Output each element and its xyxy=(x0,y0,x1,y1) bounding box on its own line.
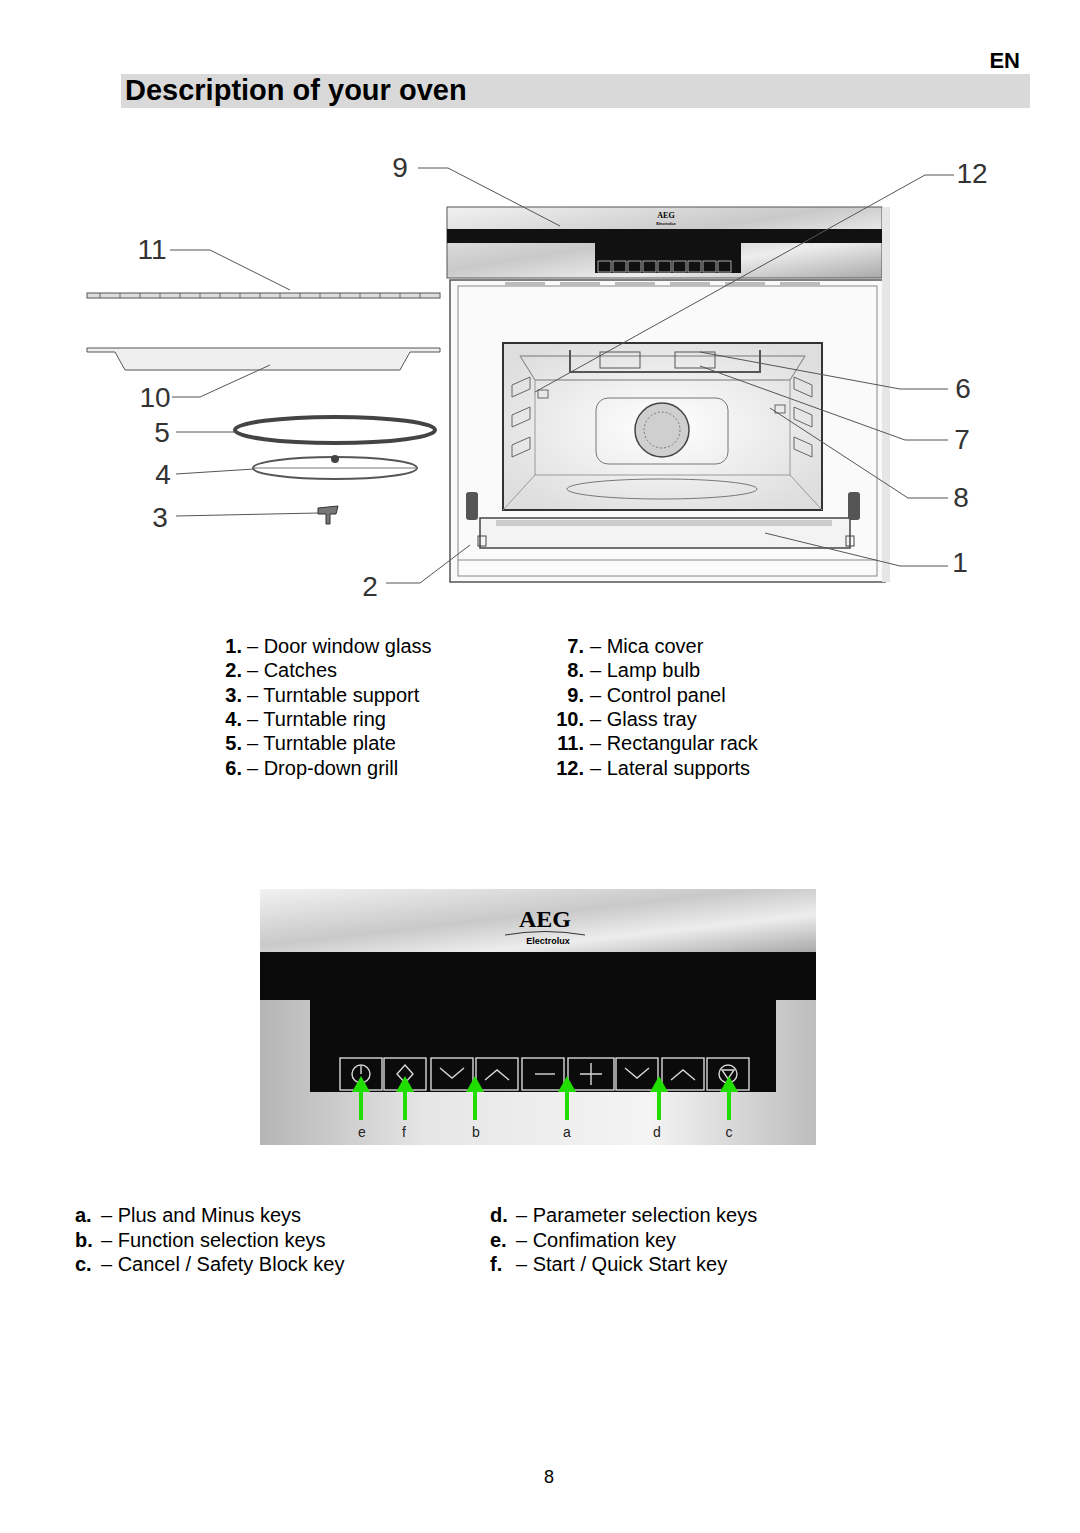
title-bar xyxy=(121,74,1030,108)
part-number: 11. xyxy=(557,732,584,754)
key-name: – Parameter selection keys xyxy=(516,1204,757,1226)
part-number: 5. xyxy=(225,732,242,754)
callout-number: 7 xyxy=(954,425,970,456)
part-number: 10. xyxy=(556,708,584,730)
page-title: Description of your oven xyxy=(125,75,467,107)
key-name: – Function selection keys xyxy=(101,1229,326,1251)
callout-number: 3 xyxy=(152,503,168,534)
part-number: 7. xyxy=(567,635,584,657)
callout-number: 1 xyxy=(952,548,968,579)
key-name: – Plus and Minus keys xyxy=(101,1204,301,1226)
key-letter: e. xyxy=(490,1229,507,1251)
brand-logo: AEG xyxy=(657,212,674,221)
key-letter: c xyxy=(726,1125,733,1140)
part-number: 6. xyxy=(225,757,242,779)
key-letter: b xyxy=(472,1125,480,1140)
key-letter: d xyxy=(653,1125,661,1140)
part-name: – Mica cover xyxy=(590,635,703,657)
callout-number: 5 xyxy=(154,418,170,449)
leader-lines xyxy=(170,168,954,583)
key-letter: a. xyxy=(75,1204,92,1226)
language-code: EN xyxy=(989,49,1020,73)
part-name: – Glass tray xyxy=(590,708,697,730)
part-name: – Door window glass xyxy=(247,635,432,657)
brand-logo: AEG xyxy=(519,906,571,932)
callout-number: 8 xyxy=(953,483,969,514)
callout-number: 9 xyxy=(392,153,408,184)
part-number: 9. xyxy=(567,684,584,706)
key-letter: c. xyxy=(75,1253,92,1275)
brand-logo: Electrolux xyxy=(656,222,675,226)
key-letter: b. xyxy=(75,1229,93,1251)
key-letter: f xyxy=(402,1125,406,1140)
part-name: – Drop-down grill xyxy=(247,757,398,779)
part-number: 3. xyxy=(225,684,242,706)
callout-number: 10 xyxy=(139,383,170,414)
part-number: 4. xyxy=(225,708,242,730)
callout-number: 2 xyxy=(362,572,378,603)
key-name: – Start / Quick Start key xyxy=(516,1253,727,1275)
key-letter: e xyxy=(358,1125,366,1140)
part-name: – Turntable support xyxy=(247,684,419,706)
brand-logo: Electrolux xyxy=(526,937,570,947)
accessories xyxy=(87,293,440,524)
callout-number: 4 xyxy=(155,460,171,491)
callout-number: 12 xyxy=(956,159,987,190)
page-number: 8 xyxy=(544,1468,554,1488)
part-name: – Rectangular rack xyxy=(590,732,758,754)
part-name: – Lamp bulb xyxy=(590,659,700,681)
callout-number: 11 xyxy=(137,235,166,266)
key-name: – Cancel / Safety Block key xyxy=(101,1253,344,1275)
key-name: – Confimation key xyxy=(516,1229,676,1251)
part-number: 2. xyxy=(225,659,242,681)
part-name: – Turntable ring xyxy=(247,708,386,730)
part-number: 12. xyxy=(556,757,584,779)
part-name: – Catches xyxy=(247,659,337,681)
control-panel xyxy=(260,889,816,1145)
callout-number: 6 xyxy=(955,374,971,405)
part-name: – Lateral supports xyxy=(590,757,750,779)
key-letter: f. xyxy=(490,1253,502,1275)
part-number: 8. xyxy=(567,659,584,681)
key-letter: d. xyxy=(490,1204,508,1226)
part-number: 1. xyxy=(225,635,242,657)
key-letter: a xyxy=(563,1125,571,1140)
part-name: – Turntable plate xyxy=(247,732,396,754)
part-name: – Control panel xyxy=(590,684,726,706)
oven-front xyxy=(447,207,890,582)
